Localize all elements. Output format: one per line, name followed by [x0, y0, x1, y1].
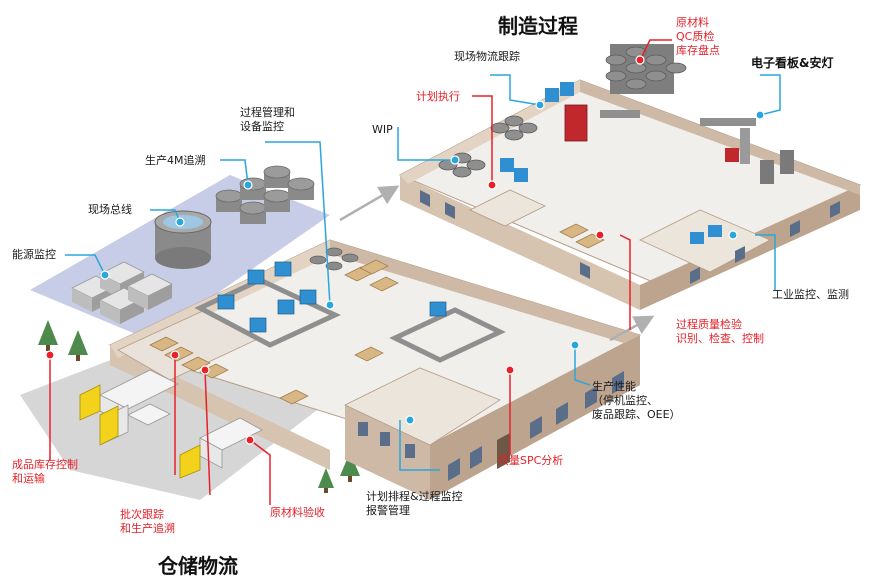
label-line: 计划排程&过程监控 — [366, 490, 463, 503]
qc-tanks — [605, 44, 687, 94]
label-line: 过程管理和 — [240, 106, 295, 119]
label-eboard-andon: 电子看板&安灯 — [751, 56, 834, 70]
label-line: 设备监控 — [240, 120, 284, 133]
upper-machines — [500, 82, 794, 244]
label-process-quality: 过程质量检验 识别、检查、控制 — [676, 318, 764, 346]
trees — [38, 320, 360, 493]
label-line: 报警管理 — [366, 504, 410, 517]
wip-tanks — [438, 115, 538, 178]
leader-lines-red — [49, 39, 672, 505]
title-warehouse: 仓储物流 — [158, 554, 238, 578]
label-line: 批次跟踪 — [120, 508, 164, 521]
label-line: 原材料 — [676, 16, 709, 29]
blue-machines-lower — [217, 261, 447, 333]
label-site-logistics: 现场物流跟踪 — [454, 50, 520, 63]
label-wip: WIP — [372, 123, 393, 136]
label-line: 和生产追溯 — [120, 522, 175, 535]
label-line: 废品跟踪、OEE） — [592, 408, 681, 421]
label-raw-material-receiving: 原材料验收 — [270, 506, 325, 519]
label-line: 生产性能 — [592, 380, 636, 393]
trucks — [79, 369, 263, 479]
label-line: （停机监控、 — [592, 394, 658, 407]
label-batch-tracking: 批次跟踪 和生产追溯 — [120, 508, 175, 536]
label-production-performance: 生产性能 （停机监控、 废品跟踪、OEE） — [592, 380, 681, 422]
label-production-4m: 生产4M追溯 — [145, 154, 206, 167]
label-schedule-process: 计划排程&过程监控 报警管理 — [366, 490, 463, 518]
label-field-bus: 现场总线 — [88, 203, 132, 216]
title-manufacturing: 制造过程 — [498, 14, 578, 38]
tank-cluster-center — [309, 247, 359, 271]
water-tank — [154, 210, 212, 269]
label-line: 成品库存控制 — [12, 458, 78, 471]
label-process-mgmt: 过程管理和 设备监控 — [240, 106, 295, 134]
label-industrial-monitor: 工业监控、监测 — [772, 288, 849, 301]
label-raw-material-qc: 原材料 QC质检 库存盘点 — [676, 16, 720, 58]
label-energy-monitor: 能源监控 — [12, 248, 56, 261]
label-plan-execution: 计划执行 — [416, 90, 460, 103]
energy-units — [71, 261, 173, 324]
label-line: 和运输 — [12, 472, 45, 485]
label-line: QC质检 — [676, 30, 715, 43]
label-line: 识别、检查、控制 — [676, 332, 764, 345]
label-line: 过程质量检验 — [676, 318, 742, 331]
label-finished-goods: 成品库存控制 和运输 — [12, 458, 78, 486]
conveyors — [194, 277, 506, 363]
leader-dots — [45, 55, 765, 445]
label-line: 库存盘点 — [676, 44, 720, 57]
leader-lines-blue — [65, 74, 781, 471]
label-quality-spc: 质量SPC分析 — [498, 454, 564, 467]
tank-cluster — [215, 165, 315, 224]
